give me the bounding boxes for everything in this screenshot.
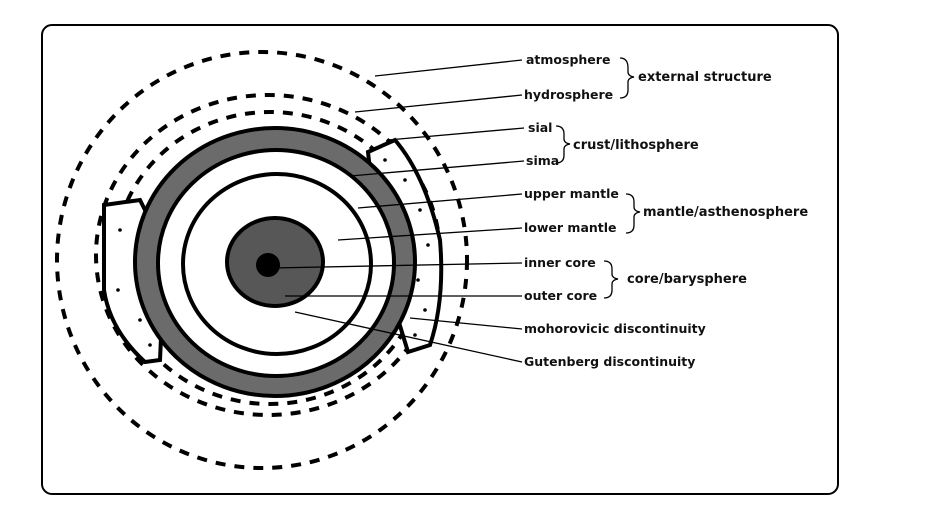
group-mantle-asthenosphere: mantle/asthenosphere	[643, 205, 808, 220]
group-crust-lithosphere: crust/lithosphere	[573, 138, 699, 153]
leader-lines	[271, 59, 525, 363]
label-inner-core: inner core	[524, 255, 596, 270]
label-hydrosphere: hydrosphere	[524, 87, 613, 102]
label-sial: sial	[528, 120, 552, 135]
group-external-structure: external structure	[638, 70, 772, 85]
label-gutenberg: Gutenberg discontinuity	[524, 354, 695, 369]
atmosphere-boundary	[55, 50, 469, 470]
label-outer-core: outer core	[524, 288, 597, 303]
label-atmosphere: atmosphere	[526, 52, 610, 67]
label-lower-mantle: lower mantle	[524, 220, 617, 235]
inner-core	[256, 253, 280, 277]
label-upper-mantle: upper mantle	[524, 186, 619, 201]
group-core-barysphere: core/barysphere	[627, 272, 747, 287]
label-mohorovicic: mohorovicic discontinuity	[524, 321, 706, 336]
braces	[555, 57, 641, 299]
label-sima: sima	[526, 153, 559, 168]
